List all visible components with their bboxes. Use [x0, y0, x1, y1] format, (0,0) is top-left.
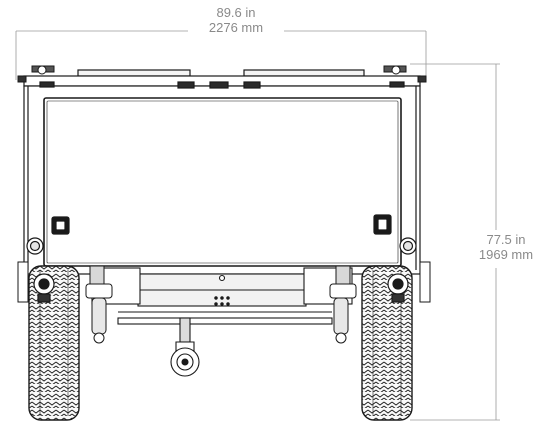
tail-lights [26, 237, 417, 255]
suspension-left [85, 265, 113, 344]
width-metric: 2276 mm [208, 20, 264, 35]
width-dimension-lines [15, 30, 427, 80]
height-dimension-lines [410, 63, 500, 421]
height-imperial: 77.5 in [486, 232, 526, 247]
height-metric: 1969 mm [478, 247, 534, 262]
side-brackets [17, 261, 431, 303]
suspension-right [329, 265, 357, 344]
trailer-body [23, 69, 421, 275]
wheel-right [361, 265, 413, 421]
chassis [91, 267, 353, 325]
jockey-wheel [170, 317, 200, 377]
roof-corner-fittings [17, 65, 427, 83]
fender-lights [33, 273, 409, 303]
wheel-left [28, 265, 80, 421]
width-dimension-label: 89.6 in 2276 mm [188, 5, 284, 35]
width-imperial: 89.6 in [216, 5, 256, 20]
height-dimension-label: 77.5 in 1969 mm [464, 232, 548, 262]
door-latches [51, 214, 392, 235]
